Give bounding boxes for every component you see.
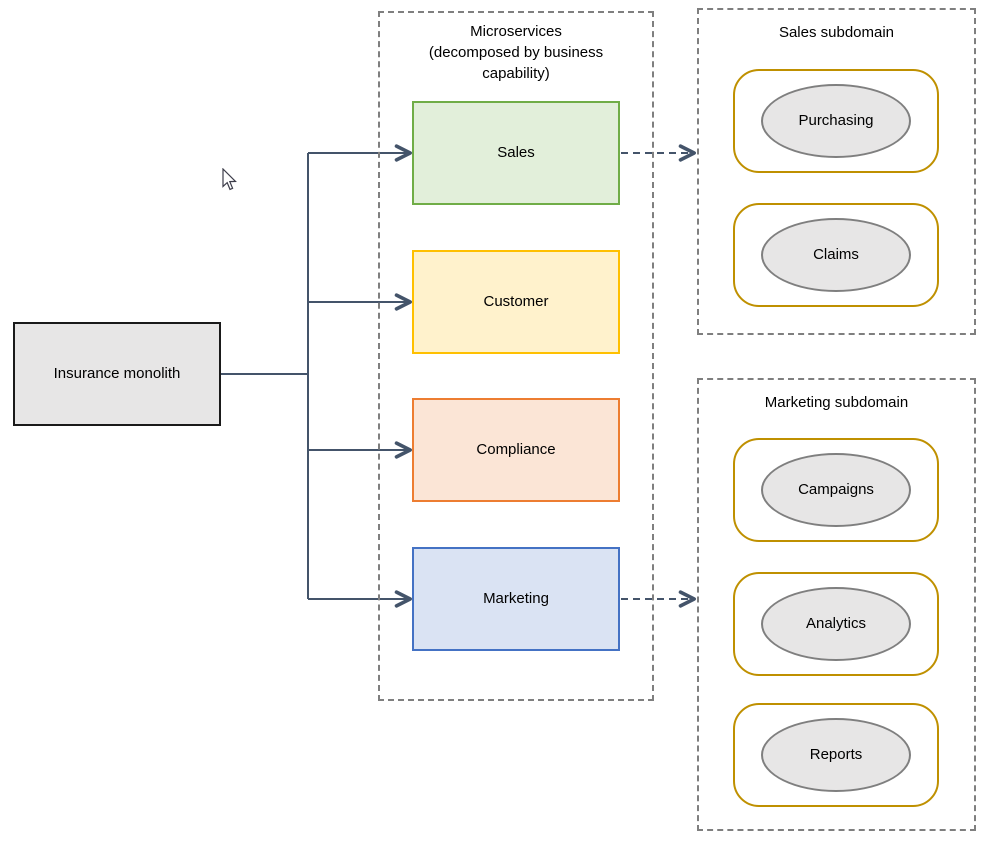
- capability-ellipse-reports[interactable]: Reports: [761, 718, 911, 792]
- capability-label: Claims: [813, 246, 859, 263]
- marketing-subdomain-group[interactable]: Marketing subdomain Campaigns Analytics …: [697, 378, 976, 831]
- capability-card-analytics[interactable]: Analytics: [733, 572, 939, 676]
- service-label: Customer: [483, 293, 549, 310]
- title-line: (decomposed by business: [428, 44, 604, 61]
- title-line: Microservices: [470, 23, 562, 40]
- capability-card-reports[interactable]: Reports: [733, 703, 939, 807]
- capability-label: Campaigns: [798, 481, 874, 498]
- capability-card-campaigns[interactable]: Campaigns: [733, 438, 939, 542]
- marketing-subdomain-title: Marketing subdomain: [764, 394, 909, 411]
- capability-label: Reports: [809, 746, 863, 763]
- capability-ellipse-analytics[interactable]: Analytics: [761, 587, 911, 661]
- capability-card-purchasing[interactable]: Purchasing: [733, 69, 939, 173]
- service-label: Sales: [497, 144, 535, 161]
- capability-label: Analytics: [805, 615, 867, 632]
- service-box-marketing[interactable]: Marketing: [412, 547, 620, 651]
- microservices-group-title: Microservices (decomposed by business ca…: [380, 13, 652, 84]
- sales-subdomain-group[interactable]: Sales subdomain Purchasing Claims: [697, 8, 976, 335]
- monolith-label: Insurance monolith: [53, 365, 181, 382]
- title-line: capability): [482, 65, 550, 82]
- microservices-group[interactable]: Microservices (decomposed by business ca…: [378, 11, 654, 701]
- capability-ellipse-claims[interactable]: Claims: [761, 218, 911, 292]
- service-label: Marketing: [483, 590, 549, 607]
- capability-ellipse-purchasing[interactable]: Purchasing: [761, 84, 911, 158]
- service-box-compliance[interactable]: Compliance: [412, 398, 620, 502]
- sales-subdomain-title: Sales subdomain: [778, 24, 895, 41]
- service-label: Compliance: [476, 441, 556, 458]
- capability-ellipse-campaigns[interactable]: Campaigns: [761, 453, 911, 527]
- capability-card-claims[interactable]: Claims: [733, 203, 939, 307]
- service-box-sales[interactable]: Sales: [412, 101, 620, 205]
- service-box-customer[interactable]: Customer: [412, 250, 620, 354]
- capability-label: Purchasing: [798, 112, 874, 129]
- monolith-box[interactable]: Insurance monolith: [13, 322, 221, 426]
